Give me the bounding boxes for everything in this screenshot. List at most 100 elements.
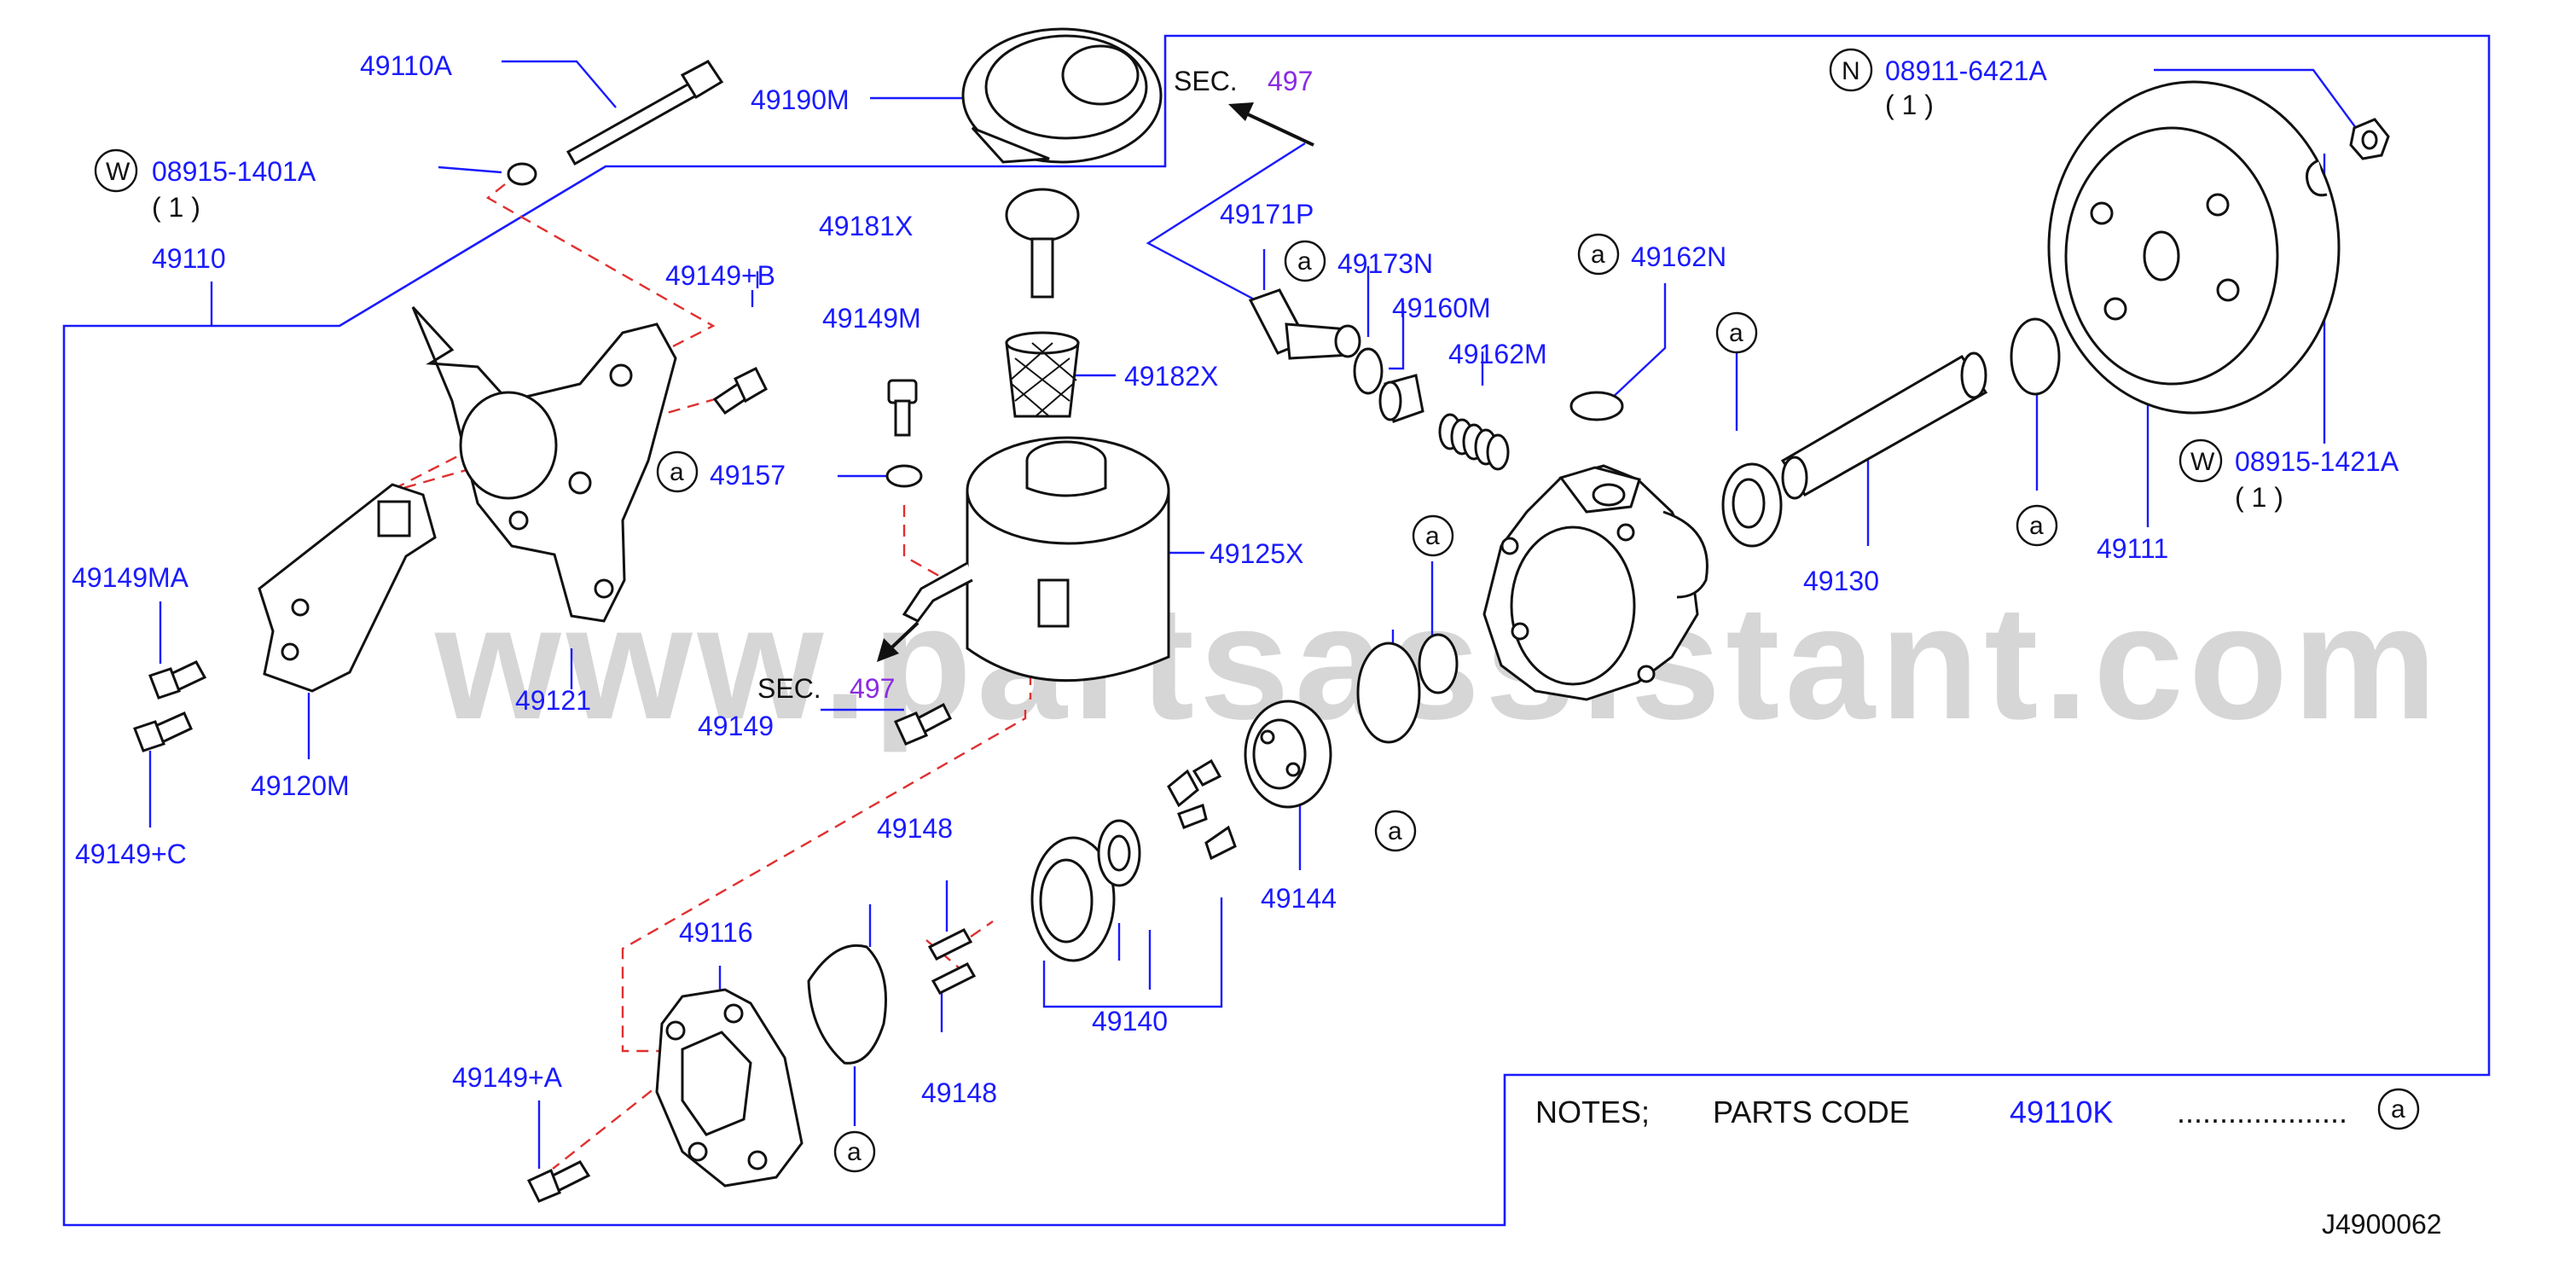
label-49160m[interactable]: 49160M [1392,293,1491,323]
snap-ring [2010,317,2061,396]
label-08911-6421a[interactable]: 08911-6421A [1885,55,2047,86]
circle-a-49173n: a [1284,240,1326,282]
o-ring-small [1418,633,1459,694]
svg-text:a: a [1297,247,1312,276]
label-49110[interactable]: 49110 [152,243,226,274]
label-08915-1401a[interactable]: 08915-1401A [152,156,316,187]
svg-text:N: N [1842,57,1860,85]
bolt-49149ma [148,660,207,700]
bolt-49149b [712,366,768,415]
bolt-49149m [887,379,918,437]
fitting-49171p [1248,288,1361,360]
washer-08915-1401a [507,162,537,186]
label-08915-1421a[interactable]: 08915-1421A [2235,446,2399,477]
label-49157[interactable]: 49157 [710,460,786,491]
label-49182x[interactable]: 49182X [1124,361,1218,392]
cap-49190m [961,27,1163,164]
label-49190m[interactable]: 49190M [751,84,850,115]
circle-a-seal: a [1715,311,1758,354]
pulley-49111 [2047,80,2341,415]
label-qty-1401a: ( 1 ) [152,192,200,223]
svg-text:a: a [670,458,684,486]
label-49121[interactable]: 49121 [515,685,591,716]
circle-n-6421a: N [1829,48,1873,92]
bolt-49110a [566,60,724,166]
label-qty-1421a: ( 1 ) [2235,482,2283,513]
circle-a-49157: a [656,450,699,493]
cover-49116 [655,988,804,1188]
label-49149c[interactable]: 49149+C [75,839,187,869]
label-49162m[interactable]: 49162M [1448,339,1547,369]
circle-a-notes: a [2377,1088,2420,1130]
label-49149ma[interactable]: 49149MA [72,562,189,593]
strainer-49182x [1005,331,1080,418]
label-sec-top-number[interactable]: 497 [1268,66,1313,96]
circle-a-49162n: a [1577,233,1620,276]
label-49120m[interactable]: 49120M [251,770,350,801]
svg-text:W: W [2190,448,2215,476]
sec-arrow-top [1228,102,1314,147]
seal-ring [1721,462,1783,548]
circle-a-snapring: a [2016,504,2058,547]
notes-parts-code: PARTS CODE [1713,1095,1910,1130]
notes-dots: .................... [2177,1095,2347,1130]
cartridge-49140 [1030,758,1237,962]
gasket [807,944,887,1065]
o-ring-large [1356,642,1421,744]
leader-lines [148,60,2357,1169]
bracket-49120m [258,483,437,693]
label-49125x[interactable]: 49125X [1210,538,1303,569]
tank-49125x [902,436,1170,682]
assembly-frame [62,34,2491,1227]
label-49149[interactable]: 49149 [698,711,774,741]
label-sec-top: SEC. [1174,66,1238,96]
circle-w-1401a: W [94,148,138,193]
sec-arrow-mid [877,621,920,662]
notes-code[interactable]: 49110K [2010,1095,2113,1130]
label-sec-mid: SEC. [757,673,821,704]
label-49181x[interactable]: 49181X [819,211,913,241]
o-ring-49173n [1353,347,1384,395]
label-qty-6421a: ( 1 ) [1885,90,1934,120]
washer-49157 [885,464,923,488]
circle-a-oring-large: a [1374,810,1417,852]
label-49148-top[interactable]: 49148 [877,813,953,844]
label-sec-mid-number[interactable]: 497 [850,673,895,704]
label-49149b[interactable]: 49149+B [665,260,775,291]
svg-text:a: a [1729,319,1743,347]
bolt-49149c [133,711,193,752]
svg-text:a: a [1425,522,1440,550]
svg-text:a: a [2391,1095,2405,1124]
label-49116[interactable]: 49116 [679,917,753,948]
label-49149m[interactable]: 49149M [822,303,921,334]
cap-49181x [1005,188,1080,299]
label-49110a[interactable]: 49110A [360,50,453,81]
diagram-id: J4900062 [2322,1209,2442,1240]
pins-49148 [927,928,977,995]
label-49171p[interactable]: 49171P [1220,199,1314,229]
label-49173n[interactable]: 49173N [1337,248,1433,279]
label-49149a[interactable]: 49149+A [452,1062,563,1093]
bolt-49149a [526,1160,591,1203]
bolt-49149 [893,702,952,746]
label-49162n[interactable]: 49162N [1631,241,1726,272]
label-49130[interactable]: 49130 [1803,566,1879,596]
circle-a-oring-small: a [1412,514,1454,557]
svg-text:a: a [1388,817,1402,845]
circle-w-1421a: W [2179,438,2223,483]
circle-a-gasket: a [833,1130,876,1173]
bracket-49121 [411,305,677,623]
label-49140[interactable]: 49140 [1092,1006,1168,1037]
nut-08911-6421a [2349,118,2390,160]
pump-body [1482,464,1709,701]
svg-text:W: W [106,158,131,186]
svg-text:a: a [1591,241,1605,269]
label-49148-bottom[interactable]: 49148 [921,1077,997,1108]
shaft-49130 [1780,351,1988,500]
valve-49160m [1378,374,1424,423]
notes-title: NOTES; [1535,1095,1650,1130]
label-49111[interactable]: 49111 [2097,533,2168,564]
spring-49162m [1438,413,1510,471]
label-49144[interactable]: 49144 [1261,883,1337,914]
